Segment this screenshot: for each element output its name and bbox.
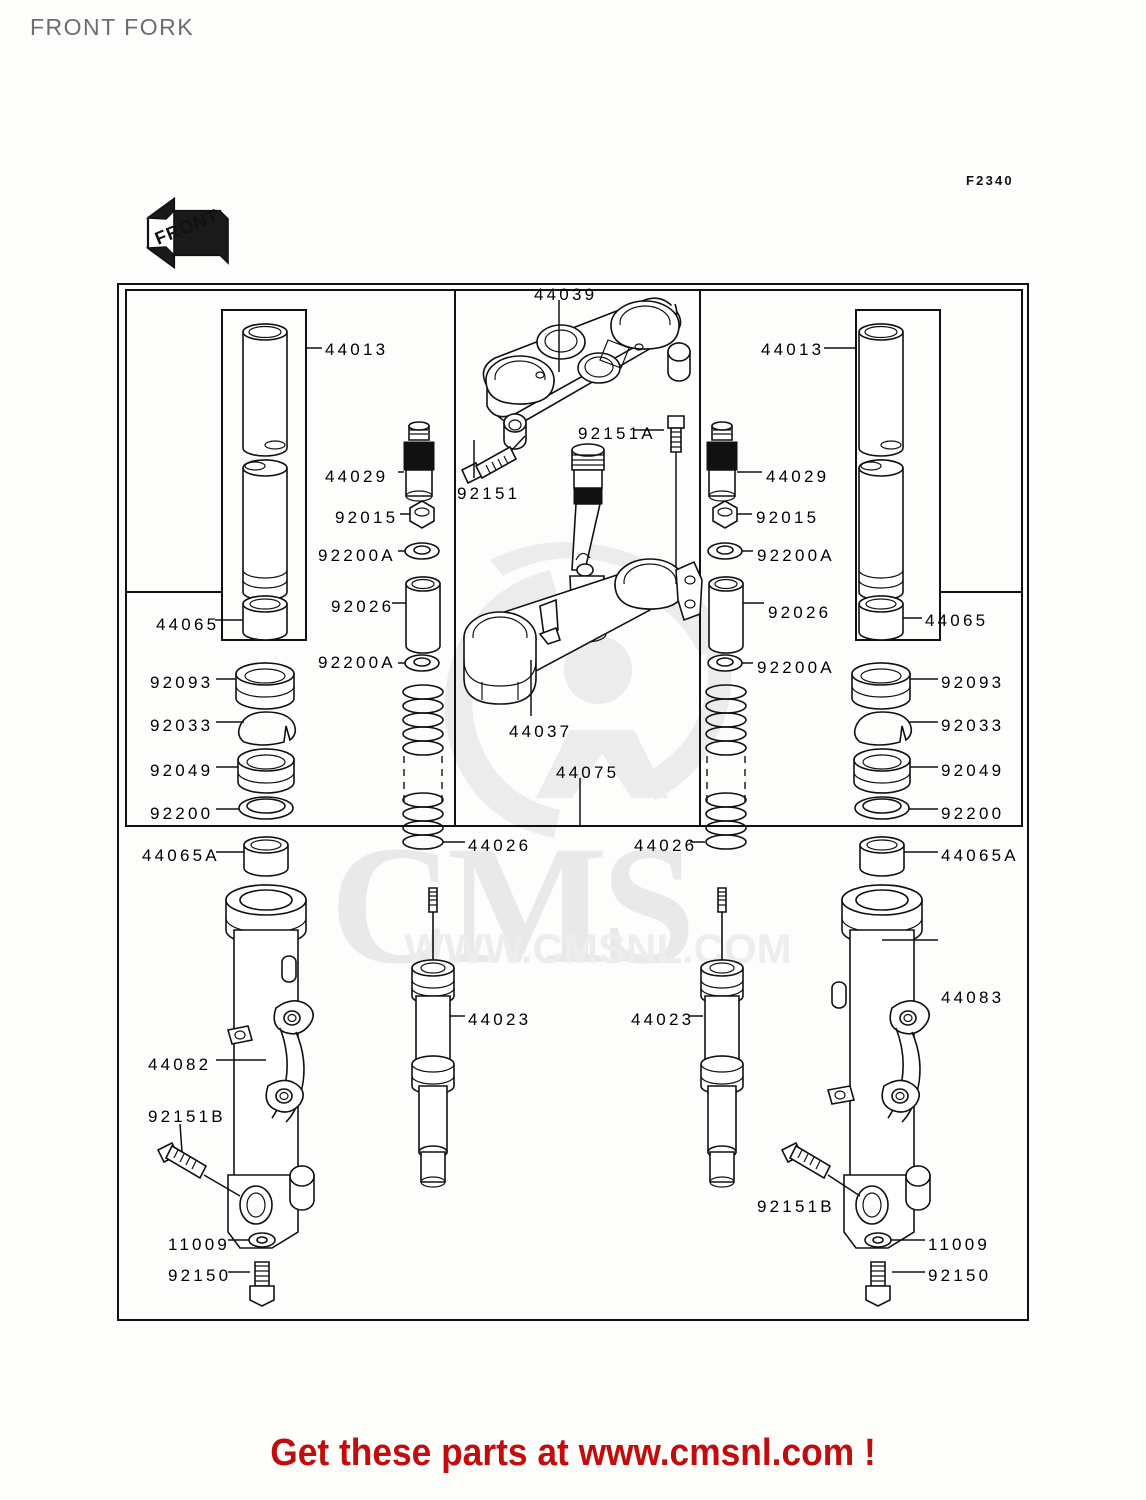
part-44082-left-fork-leg [225, 884, 315, 1249]
part-44065A-left [243, 836, 289, 877]
diagram-reference-code: F2340 [966, 173, 1014, 188]
part-number-44013[interactable]: 44013 [325, 340, 389, 359]
part-number-44065[interactable]: 44065 [925, 611, 989, 630]
part-number-92151b[interactable]: 92151B [757, 1197, 835, 1216]
part-44039-upper-triple-clamp [482, 297, 691, 450]
part-92151-center-bolt [460, 435, 526, 485]
part-number-92026[interactable]: 92026 [331, 597, 395, 616]
part-number-44026[interactable]: 44026 [468, 836, 532, 855]
part-number-92033[interactable]: 92033 [941, 716, 1005, 735]
footer-cta[interactable]: Get these parts at www.cmsnl.com ! [270, 1432, 876, 1474]
part-number-92026[interactable]: 92026 [768, 603, 832, 622]
part-number-44082[interactable]: 44082 [148, 1055, 212, 1074]
part-number-92151[interactable]: 92151 [457, 484, 521, 503]
part-44026-right-spring-lower [705, 792, 747, 850]
part-44037-lower-triple-clamp [463, 443, 703, 705]
part-number-92200a[interactable]: 92200A [318, 653, 396, 672]
part-92200A-right-2 [707, 654, 743, 672]
front-arrow-icon: FRONT [146, 196, 229, 270]
part-92026-left [405, 576, 441, 654]
part-44013-right [858, 323, 904, 601]
part-number-44037[interactable]: 44037 [509, 722, 573, 741]
part-number-11009[interactable]: 11009 [168, 1235, 231, 1254]
part-92200A-left-2 [404, 654, 440, 672]
part-number-44065a[interactable]: 44065A [941, 846, 1019, 865]
part-number-92151a[interactable]: 92151A [578, 424, 656, 443]
part-number-92200a[interactable]: 92200A [318, 546, 396, 565]
part-92093-right [851, 662, 911, 710]
part-44029-left [403, 421, 435, 502]
part-92015-right [712, 500, 738, 529]
part-number-44029[interactable]: 44029 [766, 467, 830, 486]
part-92093-left [235, 662, 295, 710]
part-92150-left [249, 1261, 275, 1307]
part-44065-right [858, 595, 904, 641]
part-92200A-left-1 [404, 542, 440, 560]
part-44026-left-spring-upper [402, 684, 444, 756]
part-number-44013[interactable]: 44013 [761, 340, 825, 359]
part-44026-left-spring-lower [402, 792, 444, 850]
part-number-92093[interactable]: 92093 [941, 673, 1005, 692]
part-number-92033[interactable]: 92033 [150, 716, 214, 735]
part-92200A-right-1 [707, 542, 743, 560]
part-44065A-right [859, 836, 905, 877]
part-44029-right [706, 421, 738, 502]
part-number-92015[interactable]: 92015 [335, 508, 399, 527]
part-number-92093[interactable]: 92093 [150, 673, 214, 692]
part-number-44026[interactable]: 44026 [634, 836, 698, 855]
part-number-92015[interactable]: 92015 [756, 508, 820, 527]
part-number-92049[interactable]: 92049 [150, 761, 214, 780]
part-92049-right [853, 748, 911, 794]
part-44083-right-fork-leg [826, 884, 931, 1249]
part-number-44039[interactable]: 44039 [534, 285, 598, 304]
part-11009-right [864, 1232, 892, 1248]
part-44023-left [411, 887, 455, 1188]
part-44023-right [700, 887, 744, 1188]
part-92151A-center-bolt [667, 415, 685, 572]
part-44065-left [242, 595, 288, 641]
part-number-44029[interactable]: 44029 [325, 467, 389, 486]
part-number-44065[interactable]: 44065 [156, 615, 220, 634]
part-92151B-left-bolt [156, 1141, 241, 1197]
page-title: FRONT FORK [30, 14, 195, 40]
part-number-44083[interactable]: 44083 [941, 988, 1005, 1007]
part-number-44065a[interactable]: 44065A [142, 846, 220, 865]
part-44013-left [242, 323, 288, 601]
part-92015-left [409, 500, 435, 529]
part-number-92200[interactable]: 92200 [150, 804, 214, 823]
part-number-92151b[interactable]: 92151B [148, 1107, 226, 1126]
part-number-92049[interactable]: 92049 [941, 761, 1005, 780]
part-92033-right [853, 711, 913, 746]
part-number-92200a[interactable]: 92200A [757, 658, 835, 677]
part-92026-right [708, 576, 744, 654]
part-number-11009[interactable]: 11009 [928, 1235, 991, 1254]
part-92200-right [854, 796, 910, 820]
part-92033-left [237, 711, 297, 746]
part-11009-left [248, 1232, 276, 1248]
part-number-92150[interactable]: 92150 [928, 1266, 992, 1285]
part-number-44075[interactable]: 44075 [556, 763, 620, 782]
part-number-92150[interactable]: 92150 [168, 1266, 232, 1285]
part-92200-left [238, 796, 294, 820]
part-number-92200[interactable]: 92200 [941, 804, 1005, 823]
part-number-44023[interactable]: 44023 [468, 1010, 532, 1029]
part-92049-left [237, 748, 295, 794]
part-92151B-right-bolt [780, 1141, 861, 1197]
part-number-44023[interactable]: 44023 [631, 1010, 695, 1029]
part-92150-right [865, 1261, 891, 1307]
part-44026-right-spring-upper [705, 684, 747, 756]
part-number-92200a[interactable]: 92200A [757, 546, 835, 565]
